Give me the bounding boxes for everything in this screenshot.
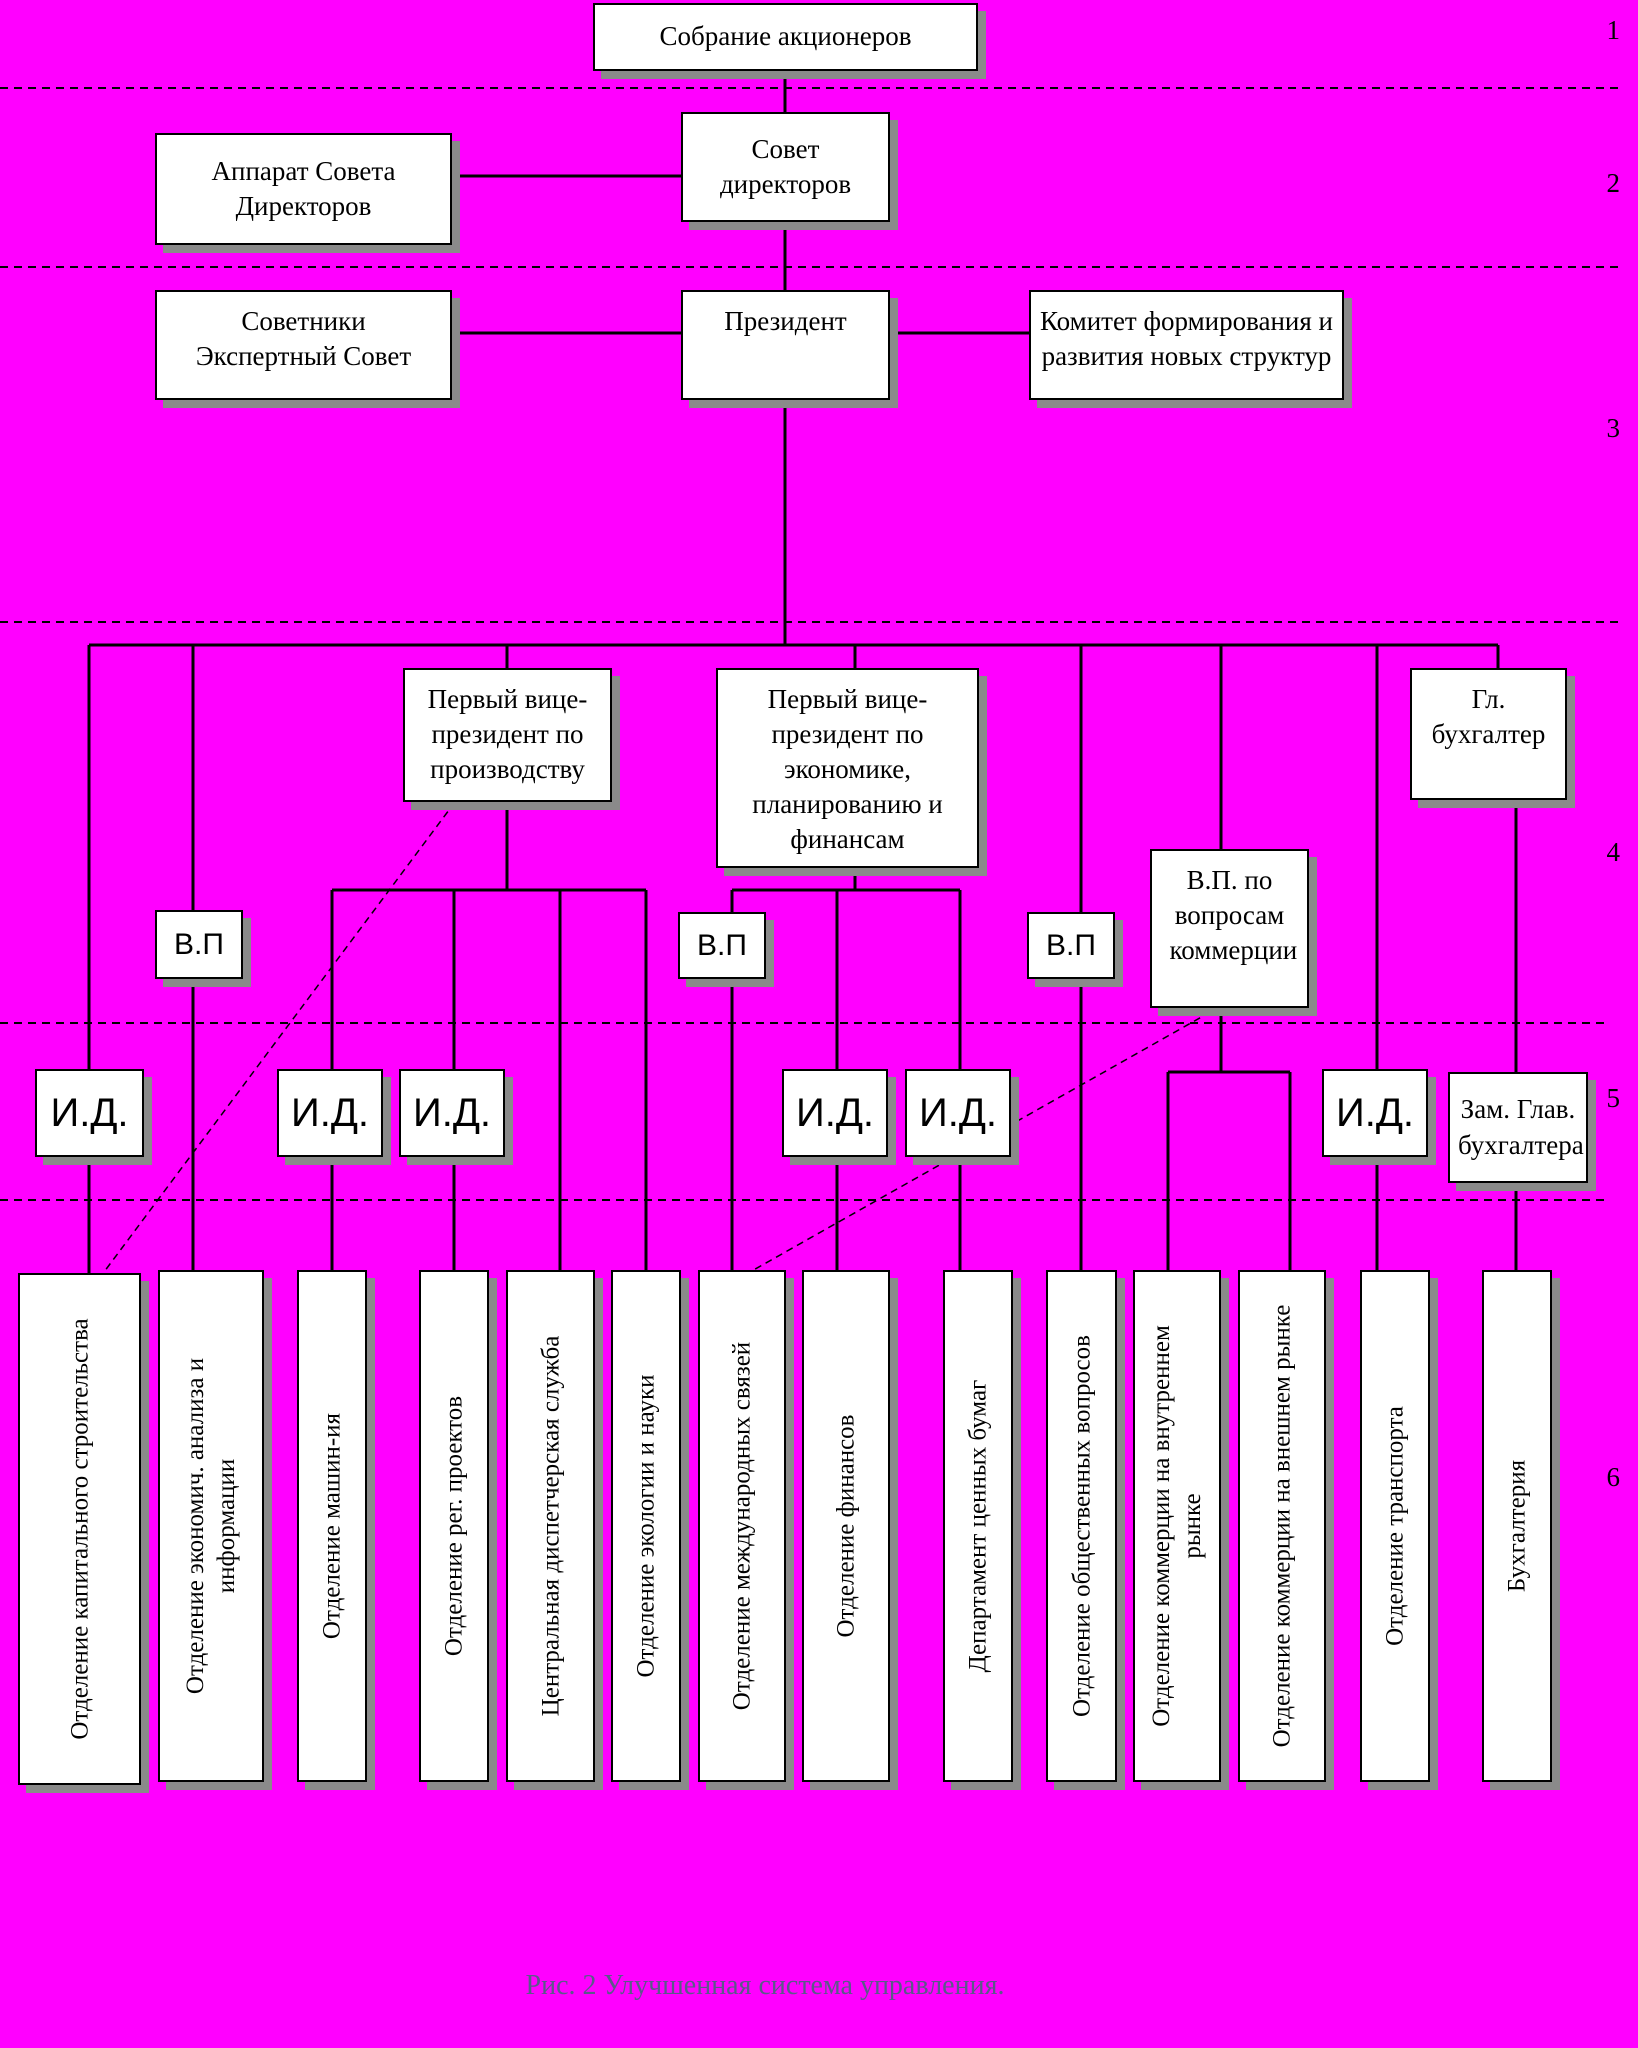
department-label: Отделение транспорта — [1381, 1406, 1409, 1646]
department-box-12: Отделение коммерции на внешнем рынке — [1238, 1270, 1326, 1782]
department-label: Отделение капитального строительства — [65, 1318, 93, 1740]
vp-box-3: В.П — [1027, 912, 1115, 979]
exec-director-label: И.Д. — [1335, 1091, 1415, 1135]
department-label: Отделение международных связей — [728, 1341, 756, 1711]
new-structures-committee-box: Комитет формирования и развития новых ст… — [1029, 290, 1344, 400]
exec-director-label: И.Д. — [918, 1091, 998, 1135]
department-label: Отделение рег. проектов — [440, 1395, 468, 1657]
exec-director-label: И.Д. — [290, 1091, 370, 1135]
department-label: Отделение экологии и науки — [632, 1374, 660, 1678]
vp-commerce-label: В.П. по вопросам коммерции — [1169, 865, 1298, 966]
president-label: Президент — [724, 306, 847, 336]
exec-director-label: И.Д. — [50, 1091, 129, 1135]
department-box-13: Отделение транспорта — [1360, 1270, 1430, 1782]
exec-director-box-5: И.Д. — [905, 1069, 1011, 1157]
president-box: Президент — [681, 290, 890, 400]
level-number-3: 3 — [1606, 413, 1621, 443]
chief-accountant-box: Гл. бухгалтер — [1410, 668, 1567, 800]
exec-director-box-1: И.Д. — [35, 1069, 144, 1157]
level-number-1: 1 — [1606, 15, 1621, 45]
vp-box-1: В.П — [155, 910, 243, 979]
vp-label: В.П — [697, 929, 747, 962]
department-box-1: Отделение капитального строительства — [18, 1273, 141, 1785]
department-box-11: Отделение коммерции на внутреннем рынке — [1133, 1270, 1221, 1782]
department-box-14: Бухгалтерия — [1482, 1270, 1552, 1782]
advisors-label: Советники Экспертный Совет — [195, 306, 412, 372]
exec-director-box-6: И.Д. — [1322, 1069, 1428, 1157]
board-of-directors-label: Совет директоров — [719, 133, 852, 199]
board-of-directors-box: Совет директоров — [681, 112, 890, 222]
department-box-3: Отделение машин-ия — [297, 1270, 367, 1782]
department-box-9: Департамент ценных бумаг — [943, 1270, 1013, 1782]
level-number-5: 5 — [1606, 1083, 1621, 1113]
exec-director-box-2: И.Д. — [277, 1069, 383, 1157]
shareholders-meeting-label: Собрание акционеров — [659, 21, 912, 52]
department-label: Бухгалтерия — [1503, 1459, 1531, 1593]
exec-director-label: И.Д. — [795, 1091, 875, 1135]
exec-director-box-4: И.Д. — [782, 1069, 888, 1157]
first-vp-production-box: Первый вице-президент по производству — [403, 668, 612, 802]
vp-commerce-box: В.П. по вопросам коммерции — [1150, 849, 1309, 1008]
new-structures-committee-label: Комитет формирования и развития новых ст… — [1039, 306, 1334, 372]
department-label: Отделение коммерции на внутреннем рынке — [1147, 1325, 1206, 1727]
board-staff-box: Аппарат Совета Директоров — [155, 133, 452, 245]
department-box-2: Отделение экономич. анализа и информации — [158, 1270, 264, 1782]
deputy-chief-accountant-box: Зам. Глав. бухгалтера — [1448, 1072, 1588, 1183]
department-box-10: Отделение общественных вопросов — [1046, 1270, 1117, 1782]
department-box-5: Центральная диспетчерская служба — [506, 1270, 595, 1782]
vp-label: В.П — [1046, 929, 1096, 962]
level-number-2: 2 — [1606, 168, 1621, 198]
department-label: Департамент ценных бумаг — [964, 1379, 992, 1673]
advisors-box: Советники Экспертный Совет — [155, 290, 452, 400]
vp-box-2: В.П — [678, 912, 766, 979]
level-number-6: 6 — [1606, 1462, 1621, 1492]
department-box-7: Отделение международных связей — [698, 1270, 786, 1782]
level-number-4: 4 — [1606, 837, 1621, 867]
department-label: Отделение экономич. анализа и информации — [181, 1357, 240, 1695]
chief-accountant-label: Гл. бухгалтер — [1431, 684, 1546, 750]
level-separators — [0, 87, 1620, 1201]
department-label: Отделение машин-ия — [318, 1412, 346, 1640]
first-vp-economics-box: Первый вице-президент по экономике, план… — [716, 668, 979, 868]
deputy-chief-accountant-label: Зам. Глав. бухгалтера — [1458, 1094, 1584, 1160]
department-box-8: Отделение финансов — [802, 1270, 890, 1782]
exec-director-box-3: И.Д. — [399, 1069, 505, 1157]
shareholders-meeting-box: Собрание акционеров — [593, 3, 978, 71]
department-box-4: Отделение рег. проектов — [419, 1270, 489, 1782]
first-vp-production-label: Первый вице-президент по производству — [427, 684, 588, 785]
exec-director-label: И.Д. — [412, 1091, 492, 1135]
department-label: Центральная диспетчерская служба — [536, 1335, 564, 1717]
board-staff-label: Аппарат Совета Директоров — [211, 155, 396, 221]
department-label: Отделение финансов — [832, 1414, 860, 1638]
department-box-6: Отделение экологии и науки — [611, 1270, 681, 1782]
figure-caption: Рис. 2 Улучшенная система управления. — [525, 1970, 1005, 2001]
first-vp-economics-label: Первый вице-президент по экономике, план… — [752, 684, 943, 855]
department-label: Отделение коммерции на внешнем рынке — [1268, 1304, 1296, 1748]
department-label: Отделение общественных вопросов — [1067, 1335, 1095, 1717]
vp-label: В.П — [174, 928, 224, 961]
